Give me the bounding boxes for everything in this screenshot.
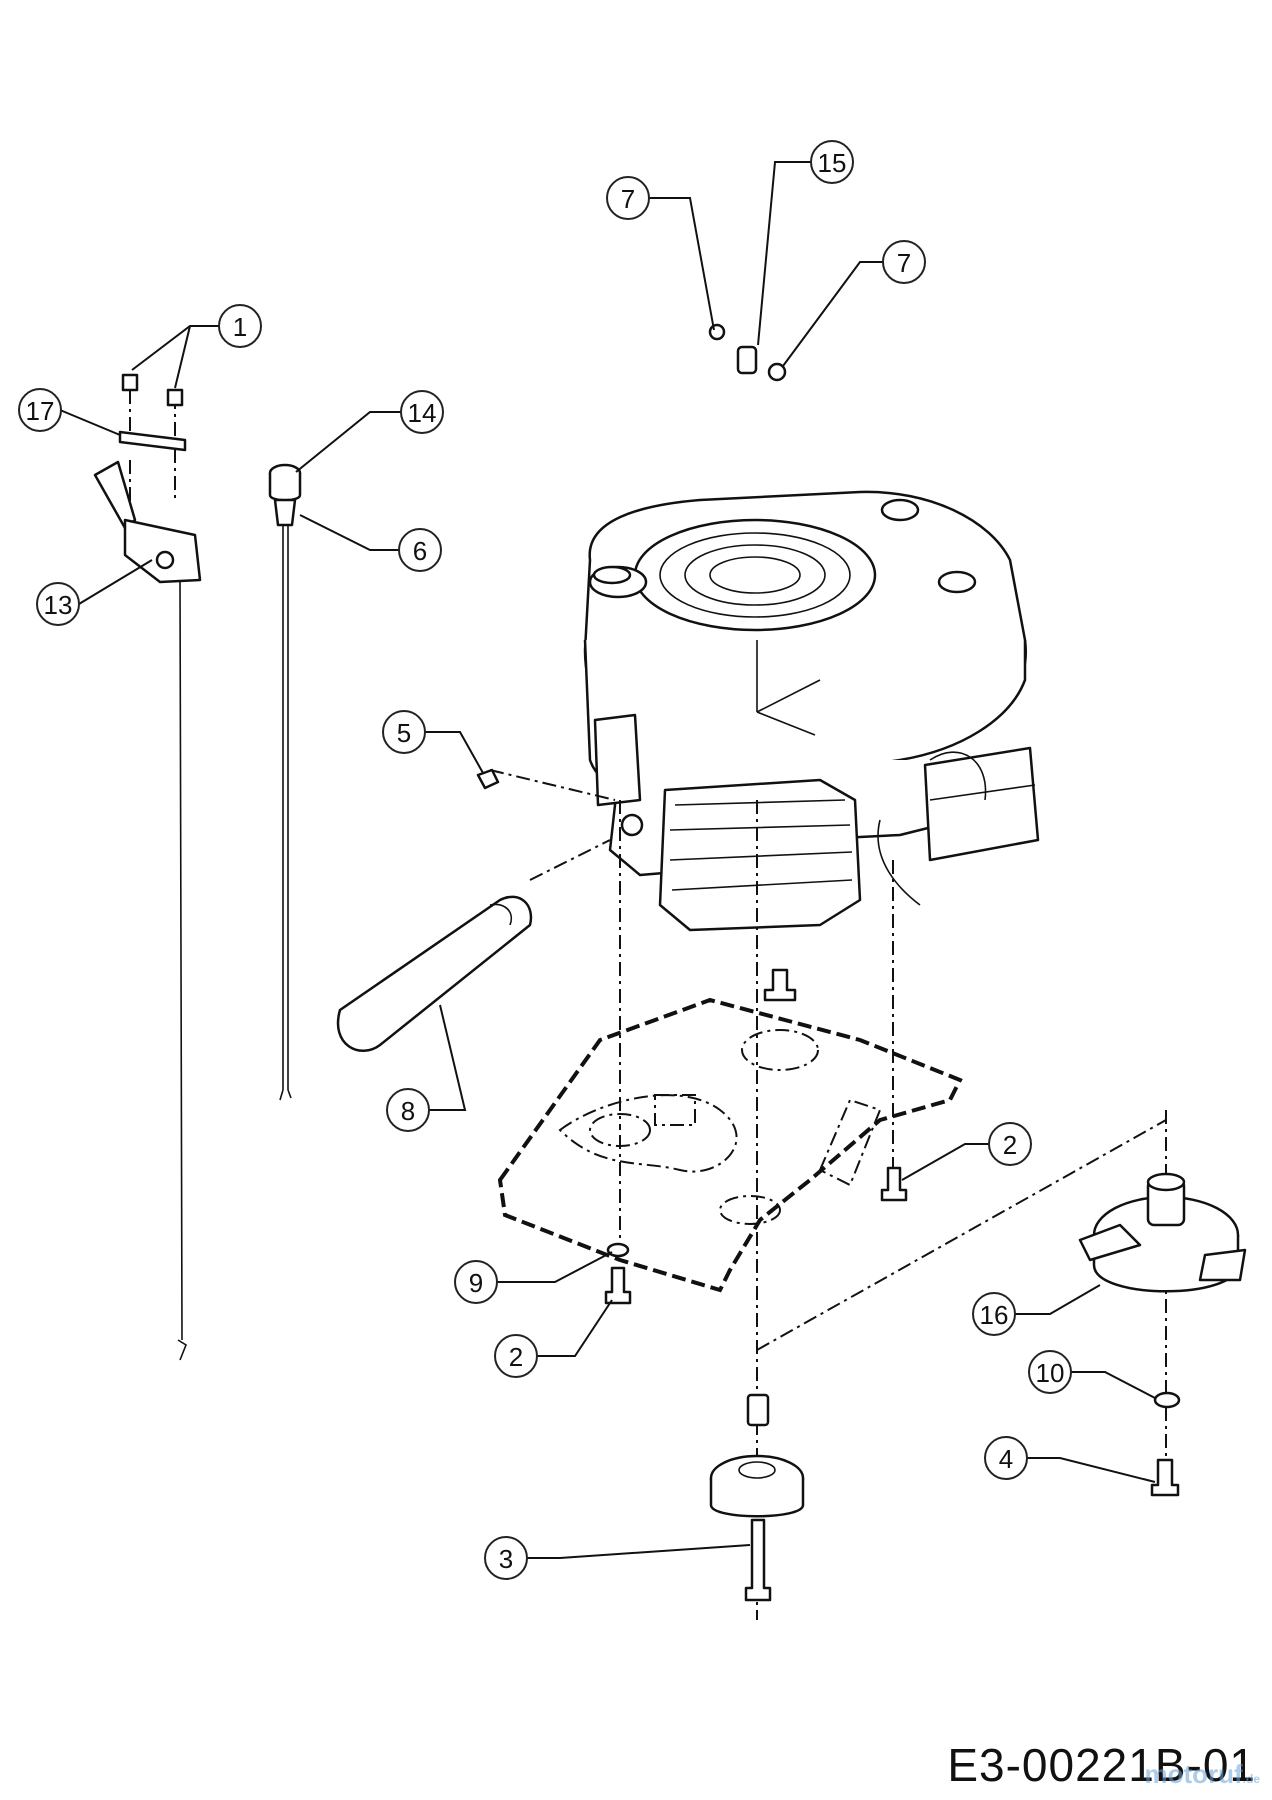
callout-c10: 10 <box>1028 1350 1072 1394</box>
callout-c2a: 2 <box>988 1122 1032 1166</box>
callout-circle <box>882 240 926 284</box>
idler-pulley <box>709 1454 805 1518</box>
callout-c1: 1 <box>218 304 262 348</box>
callout-label: 2 <box>1003 1130 1017 1160</box>
callout-circle <box>36 582 80 626</box>
callout-c3: 3 <box>484 1536 528 1580</box>
callout-circle <box>398 528 442 572</box>
callout-label: 3 <box>499 1544 513 1574</box>
callout-circle <box>18 388 62 432</box>
watermark-name: motoruf <box>1144 1759 1243 1789</box>
callout-label: 6 <box>413 536 427 566</box>
callout-c6: 6 <box>398 528 442 572</box>
callout-label: 16 <box>980 1300 1009 1330</box>
callout-label: 1 <box>233 312 247 342</box>
engine <box>583 490 1040 932</box>
drawing-code: E3-00221B-01 <box>947 1739 1256 1791</box>
watermark-tld: .de <box>1242 1772 1260 1786</box>
callout-circle <box>606 176 650 220</box>
callout-group: 1 17 13 14 6 7 15 7 5 8 2 9 2 16 10 4 3 <box>18 140 1072 1580</box>
callout-label: 2 <box>509 1342 523 1372</box>
mounting-plate <box>497 997 963 1293</box>
callout-label: 8 <box>401 1096 415 1126</box>
callout-circle <box>972 1292 1016 1336</box>
callout-c7a: 7 <box>606 176 650 220</box>
leader-lines <box>59 161 1156 1559</box>
callout-label: 15 <box>818 148 847 178</box>
callout-label: 7 <box>897 248 911 278</box>
callout-circle <box>810 140 854 184</box>
callout-circle <box>988 1122 1032 1166</box>
callout-c17: 17 <box>18 388 62 432</box>
callout-label: 14 <box>408 398 437 428</box>
dipstick <box>268 463 302 1101</box>
callout-circle <box>400 390 444 434</box>
callout-label: 7 <box>621 184 635 214</box>
callout-circle <box>454 1260 498 1304</box>
callout-label: 9 <box>469 1268 483 1298</box>
callout-label: 13 <box>44 590 73 620</box>
callout-c15: 15 <box>810 140 854 184</box>
callout-circle <box>386 1088 430 1132</box>
callout-c2b: 2 <box>494 1334 538 1378</box>
fasteners <box>121 323 1181 1602</box>
callout-label: 10 <box>1036 1358 1065 1388</box>
callout-c9: 9 <box>454 1260 498 1304</box>
callout-c7b: 7 <box>882 240 926 284</box>
callout-label: 17 <box>26 396 55 426</box>
callout-c5: 5 <box>382 710 426 754</box>
callout-circle <box>218 304 262 348</box>
callout-circle <box>1028 1350 1072 1394</box>
callout-label: 4 <box>999 1444 1013 1474</box>
drive-pulley <box>1078 1172 1247 1293</box>
dipstick-tube <box>336 895 533 1052</box>
callout-circle <box>984 1436 1028 1480</box>
callout-c4: 4 <box>984 1436 1028 1480</box>
watermark-logo: motoruf.de <box>1144 1759 1260 1790</box>
callout-label: 5 <box>397 718 411 748</box>
callout-c16: 16 <box>972 1292 1016 1336</box>
callout-circle <box>484 1536 528 1580</box>
callout-circle <box>382 710 426 754</box>
callout-circle <box>494 1334 538 1378</box>
callout-c13: 13 <box>36 582 80 626</box>
callout-c14: 14 <box>400 390 444 434</box>
throttle-control <box>93 430 202 1361</box>
callout-c8: 8 <box>386 1088 430 1132</box>
